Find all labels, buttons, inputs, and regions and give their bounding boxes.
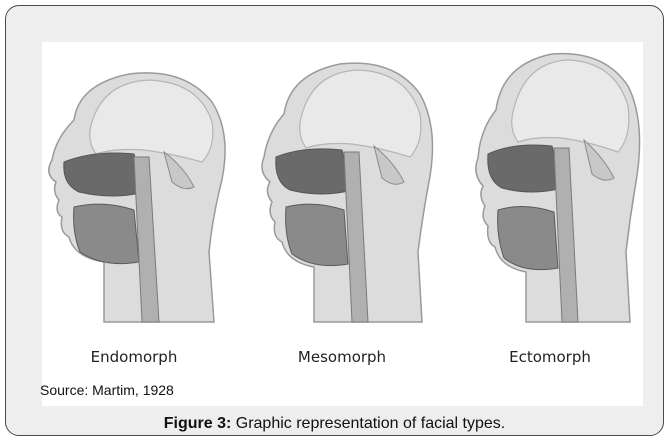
figure-caption: Figure 3: Graphic representation of faci… [6,415,663,433]
head-illustration-endomorph [34,42,234,342]
head-label-mesomorph: Mesomorph [242,348,442,366]
head-illustration-ectomorph [450,42,650,342]
caption-label: Figure 3: [164,415,232,432]
head-label-endomorph: Endomorph [34,348,234,366]
head-label-ectomorph: Ectomorph [450,348,650,366]
head-illustration-mesomorph [242,42,442,342]
figure-frame: Endomorph Mesomorph Ecto [5,5,664,436]
source-note: Source: Martim, 1928 [40,382,174,398]
caption-text: Graphic representation of facial types. [231,415,505,432]
illustration-panel: Endomorph Mesomorph Ecto [42,42,643,406]
